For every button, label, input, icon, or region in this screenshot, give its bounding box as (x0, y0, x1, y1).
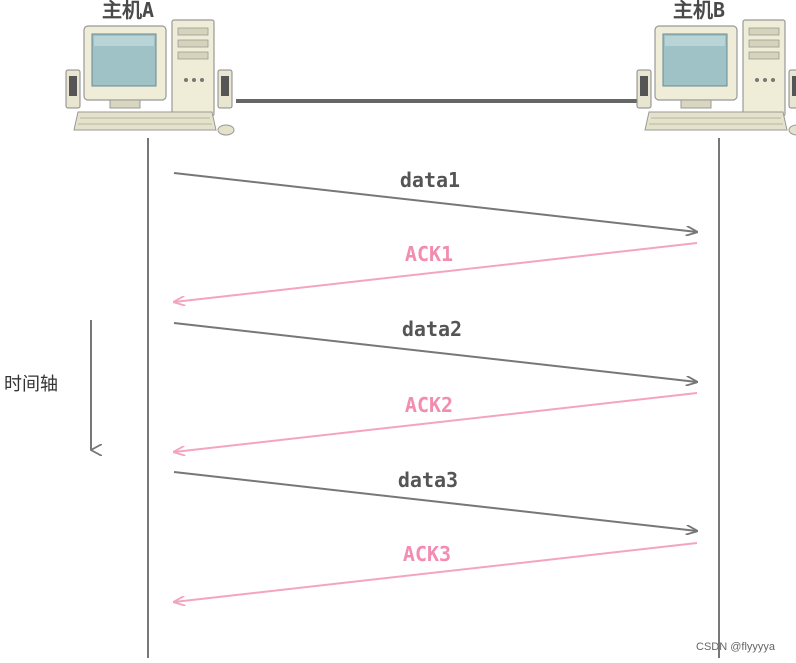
ack-label-2: ACK1 (405, 242, 453, 266)
host-a-label: 主机A (102, 0, 154, 22)
ack-arrow-6 (174, 542, 698, 602)
time-axis-label: 时间轴 (4, 374, 58, 395)
data-label-3: data2 (402, 317, 462, 341)
data-arrow-1 (173, 172, 697, 232)
ack-label-4: ACK2 (405, 393, 453, 417)
ack-label-6: ACK3 (403, 542, 451, 566)
host-a-computer-icon (65, 19, 235, 136)
data-arrow-3 (173, 322, 697, 382)
data-arrow-5 (173, 471, 697, 531)
ack-arrow-4 (174, 392, 698, 452)
data-label-5: data3 (398, 468, 458, 492)
ack-arrow-2 (174, 242, 698, 302)
data-label-1: data1 (400, 168, 460, 192)
host-b-computer-icon (636, 19, 796, 136)
host-b-label: 主机B (673, 0, 725, 22)
watermark: CSDN @flyyyya (696, 641, 776, 653)
